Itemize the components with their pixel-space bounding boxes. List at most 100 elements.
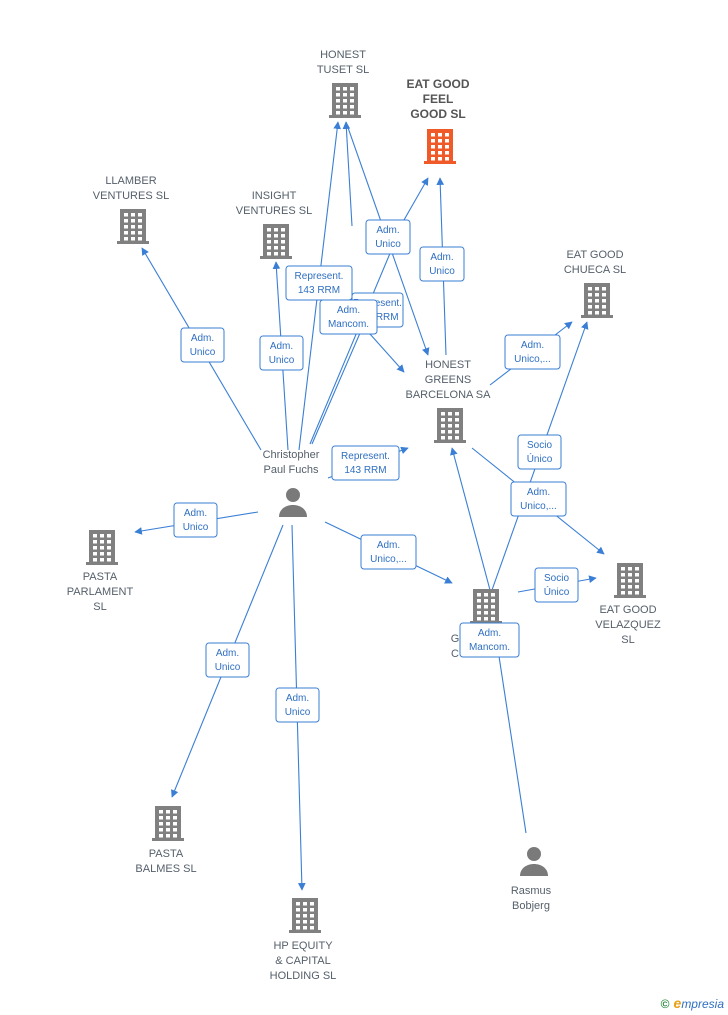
- node-label: Bobjerg: [512, 900, 550, 912]
- node-label: EAT GOOD: [599, 604, 656, 616]
- edge-label-greens_eatgood[interactable]: Adm. Unico: [365, 219, 411, 255]
- node-label: GREENS: [425, 374, 471, 386]
- building-icon: [260, 224, 292, 259]
- edge-label-text: Adm.: [430, 252, 453, 263]
- edge-label-text: Unico: [215, 662, 241, 673]
- node-pasta_balmes[interactable]: PASTA BALMES SL: [135, 806, 197, 875]
- edge-label-greens_velazquez[interactable]: Adm. Unico,...: [510, 481, 567, 517]
- edge-8: [369, 333, 405, 373]
- edge-16: [450, 447, 491, 591]
- node-label: SL: [93, 601, 106, 613]
- edge-label-christopher_tuset[interactable]: Represent. 143 RRM: [285, 265, 353, 301]
- building-icon: [614, 563, 646, 598]
- edge-label-christopher_greens_mancom[interactable]: Adm.Mancom.: [319, 299, 378, 335]
- copyright-icon: ©: [660, 997, 670, 1011]
- node-label: BALMES SL: [135, 863, 196, 875]
- edge-label-text: Represent.: [295, 271, 344, 282]
- node-llamber[interactable]: LLAMBER VENTURES SL: [93, 175, 169, 244]
- edge-label-rasmus_g[interactable]: Adm. Mancom.: [459, 622, 520, 658]
- node-label: PASTA: [83, 571, 118, 583]
- node-honest_greens[interactable]: HONEST GREENS BARCELONA SA: [406, 359, 492, 443]
- edge-label-christopher_parlament[interactable]: Adm.Unico: [173, 502, 218, 538]
- node-insight[interactable]: INSIGHT VENTURES SL: [236, 190, 312, 259]
- edge-label-text: Unico,...: [520, 501, 557, 512]
- edge-label-text: Adm.: [191, 333, 214, 344]
- node-label: VELAZQUEZ: [595, 619, 661, 631]
- edge-label-text: Único: [544, 585, 570, 598]
- edge-label-text: Adm.: [478, 628, 501, 639]
- edge-label-text: 143 RRM: [344, 465, 386, 476]
- edge-label-text: Adm.: [270, 341, 293, 352]
- node-g_company[interactable]: GC: [451, 589, 502, 660]
- edge-label-text: Mancom.: [469, 642, 510, 653]
- edge-label-text: Represent.: [341, 451, 390, 462]
- building-icon: [86, 530, 118, 565]
- edge-label-text: Adm.: [527, 487, 550, 498]
- node-label: Christopher: [263, 449, 320, 461]
- building-icon: [289, 898, 321, 933]
- node-label: VENTURES SL: [93, 190, 169, 202]
- node-label: HONEST: [320, 49, 366, 61]
- building-icon: [152, 806, 184, 841]
- edge-label-christopher_insight[interactable]: Adm. Unico: [259, 335, 304, 371]
- edge-label-text: Unico: [375, 239, 401, 250]
- edge-label-text: Adm.: [377, 540, 400, 551]
- edge-label-text: Socio: [527, 440, 552, 451]
- edge-label-text: Unico,...: [514, 354, 551, 365]
- node-label: EAT GOOD: [406, 77, 469, 91]
- edge-label-christopher_greens[interactable]: Represent. 143 RRM: [331, 445, 400, 481]
- node-label: G: [451, 633, 460, 645]
- edge-label-greens_chueca[interactable]: Adm. Unico,...: [504, 334, 561, 370]
- edge-label-text: Unico: [269, 355, 295, 366]
- node-label: Rasmus: [511, 885, 552, 897]
- building-icon: [117, 209, 149, 244]
- node-label: VENTURES SL: [236, 205, 312, 217]
- edge-label-christopher_g[interactable]: Adm.Unico,...: [360, 534, 417, 570]
- edge-label-text: Adm.: [286, 693, 309, 704]
- person-icon: [520, 847, 548, 876]
- brand-name: mpresia: [681, 997, 724, 1011]
- edge-label-tuset_eatgood[interactable]: Adm. Unico: [419, 246, 465, 282]
- edge-label-text: Adm.: [376, 225, 399, 236]
- node-label: LLAMBER: [105, 175, 156, 187]
- node-label: PASTA: [149, 848, 184, 860]
- edge-label-text: Único: [527, 452, 553, 465]
- node-eat_good_velazquez[interactable]: EAT GOOD VELAZQUEZ SL: [595, 563, 661, 646]
- node-label: GOOD SL: [410, 107, 465, 121]
- node-label: INSIGHT: [252, 190, 297, 202]
- node-label: CHUECA SL: [564, 264, 626, 276]
- building-icon: [470, 589, 502, 624]
- edge-label-christopher_hp[interactable]: Adm.Unico: [275, 687, 320, 723]
- edge-label-text: Adm.: [184, 508, 207, 519]
- empresia-logo: ©empresia: [661, 995, 724, 1011]
- edge-label-text: 143 RRM: [298, 285, 340, 296]
- edge-label-christopher_balmes[interactable]: Adm. Unico: [205, 642, 250, 678]
- edge-label-christopher_llamber[interactable]: Adm. Unico: [180, 327, 225, 363]
- node-label: SL: [621, 634, 634, 646]
- node-honest_tuset[interactable]: HONEST TUSET SL: [317, 49, 369, 118]
- edge-label-text: Mancom.: [328, 319, 369, 330]
- node-label: FEEL: [423, 92, 454, 106]
- edge-19: [492, 629, 527, 834]
- node-label: BARCELONA SA: [406, 389, 492, 401]
- building-icon: [434, 408, 466, 443]
- edge-label-text: Adm.: [521, 340, 544, 351]
- node-label: HONEST: [425, 359, 471, 371]
- person-icon: [279, 488, 307, 517]
- building-icon: [424, 129, 456, 164]
- node-label: C: [451, 648, 459, 660]
- node-label: TUSET SL: [317, 64, 369, 76]
- edge-label-text: Unico: [190, 347, 216, 358]
- edge-label-text: Unico: [429, 266, 455, 277]
- edge-label-text: Adm.: [216, 648, 239, 659]
